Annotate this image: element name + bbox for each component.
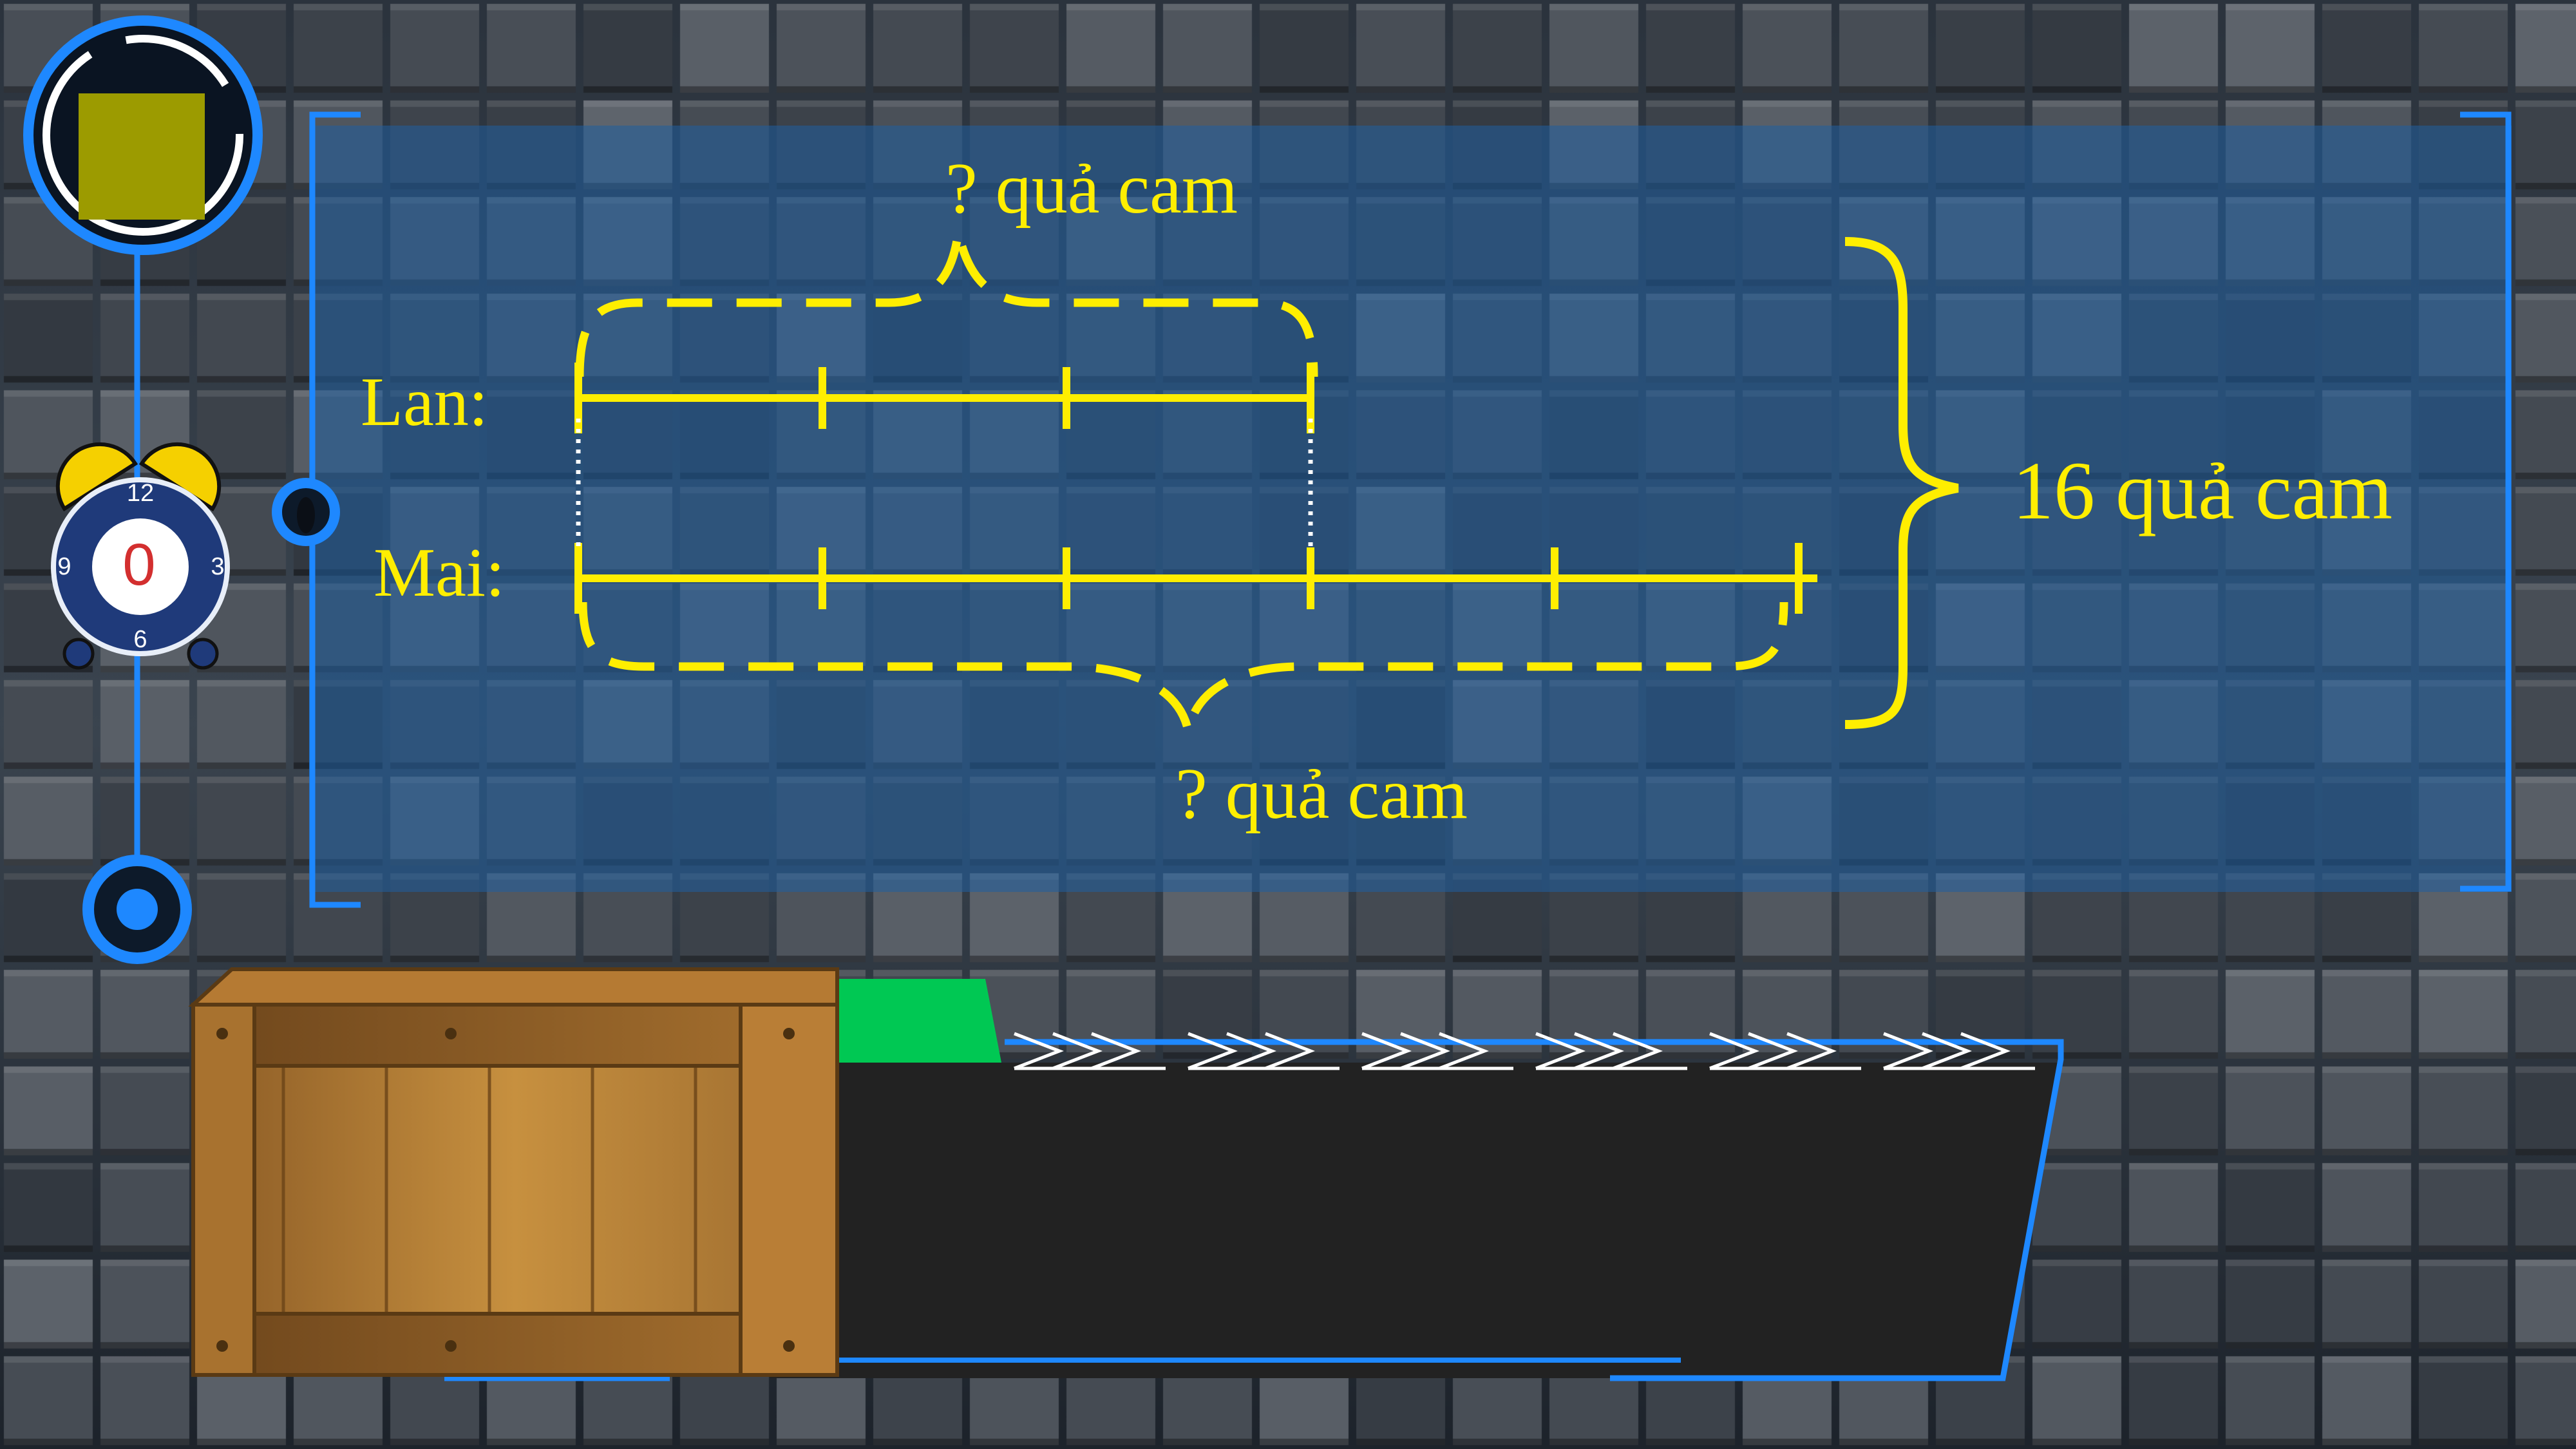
answer-box[interactable] <box>770 1063 2058 1378</box>
chevron-right-icon <box>1439 1032 1489 1070</box>
chevron-right-icon <box>1613 1032 1663 1070</box>
dial-number-3: 3 <box>211 553 224 580</box>
square-icon-fill <box>79 93 205 220</box>
total-brace <box>1844 237 1959 729</box>
panel-background <box>309 126 2512 892</box>
chevron-right-icon <box>1535 1032 1586 1070</box>
dial-number-9: 9 <box>57 553 71 580</box>
alarm-clock-icon: 12 3 6 9 0 <box>51 442 230 670</box>
bottom-question-brace <box>578 601 1788 732</box>
chevron-right-icon <box>1709 1032 1759 1070</box>
chevron-right-icon <box>1361 1032 1412 1070</box>
chevron-right-icon <box>1786 1032 1837 1070</box>
dial-number-12: 12 <box>127 480 154 507</box>
top-question-text: ? quả cam <box>945 149 1238 229</box>
question-panel <box>309 111 2512 908</box>
rail-knob-slot <box>297 497 315 533</box>
lan-label: Lan: <box>361 364 488 440</box>
dial-number-6: 6 <box>133 626 147 653</box>
chevron-right-icon <box>1091 1032 1141 1070</box>
bottom-question-text: ? quả cam <box>1175 754 1468 834</box>
timer-value: 0 <box>122 532 155 598</box>
chevron-right-icon <box>1400 1032 1450 1070</box>
tape-diagram: Lan: Mai: ? quả cam ? quả cam 16 quả cam <box>361 149 2392 834</box>
panel-bracket-right <box>2460 111 2512 892</box>
chevron-right-icon <box>1748 1032 1798 1070</box>
chevron-right-icon <box>1188 1032 1238 1070</box>
chevron-right-icon <box>1265 1032 1315 1070</box>
total-label: 16 quả cam <box>2012 445 2392 536</box>
square-icon[interactable] <box>23 15 263 255</box>
chevron-right-icon <box>1014 1032 2035 1070</box>
answer-frame <box>1005 1039 2064 1381</box>
answer-panel <box>444 979 2064 1381</box>
chevron-right-icon <box>1052 1032 1103 1070</box>
top-question-brace <box>575 231 1318 377</box>
wooden-crate-icon[interactable] <box>188 967 839 1377</box>
chevron-right-icon <box>1960 1032 2011 1070</box>
chevron-right-icon <box>1014 1032 1064 1070</box>
chevron-right-icon <box>1883 1032 1933 1070</box>
chevron-right-icon <box>1922 1032 1972 1070</box>
mai-label: Mai: <box>374 535 505 611</box>
rail-end-dot <box>117 889 158 930</box>
mai-bar <box>574 543 1817 614</box>
chevron-right-icon <box>1574 1032 1624 1070</box>
chevron-right-icon <box>1226 1032 1276 1070</box>
